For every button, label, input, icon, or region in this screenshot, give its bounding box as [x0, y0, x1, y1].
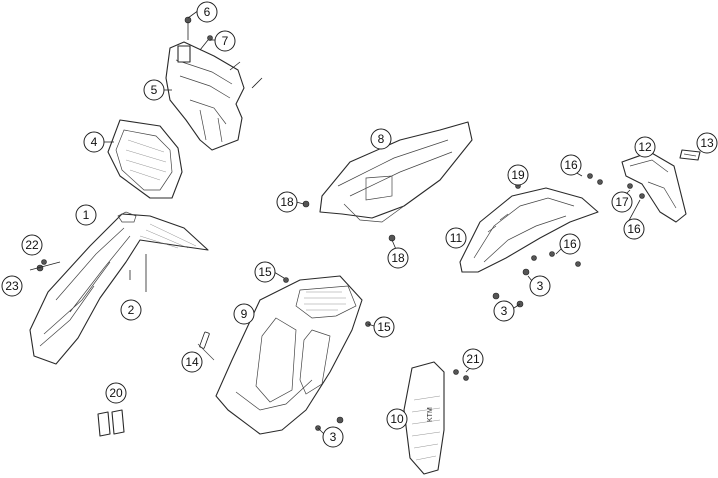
svg-text:9: 9: [241, 307, 248, 321]
svg-text:20: 20: [109, 386, 123, 400]
callout-16c: 16: [623, 218, 645, 240]
svg-text:15: 15: [377, 320, 391, 334]
svg-text:10: 10: [390, 412, 404, 426]
callout-2: 2: [120, 299, 142, 321]
svg-text:19: 19: [511, 168, 525, 182]
mud-flap-part: KTM: [403, 361, 445, 475]
svg-text:18: 18: [391, 251, 405, 265]
callout-23: 23: [1, 275, 23, 297]
callout-6: 6: [196, 1, 218, 23]
svg-text:3: 3: [501, 304, 508, 318]
svg-text:4: 4: [91, 135, 98, 149]
callout-22: 22: [21, 234, 43, 256]
svg-text:22: 22: [25, 238, 39, 252]
callout-11: 11: [445, 227, 467, 249]
svg-text:18: 18: [280, 195, 294, 209]
rear-light-bracket-part: [621, 151, 687, 223]
decal-pads-part: [97, 409, 125, 437]
svg-text:14: 14: [185, 355, 199, 369]
fender-logo-text: KTM: [427, 407, 434, 422]
callout-10: 10: [386, 408, 408, 430]
callout-13: 13: [696, 132, 718, 154]
svg-text:16: 16: [563, 237, 577, 251]
svg-text:5: 5: [151, 83, 158, 97]
callout-3b: 3: [493, 300, 515, 322]
callout-17: 17: [611, 191, 633, 213]
bolt-14-part: [197, 331, 215, 361]
svg-text:23: 23: [5, 279, 19, 293]
svg-text:16: 16: [627, 222, 641, 236]
callout-20: 20: [105, 382, 127, 404]
headlight-mask-part: [107, 119, 183, 199]
svg-text:2: 2: [128, 303, 135, 317]
svg-text:13: 13: [700, 136, 714, 150]
callout-12: 12: [634, 136, 656, 158]
callout-5: 5: [143, 79, 165, 101]
callout-9: 9: [233, 303, 255, 325]
callout-21: 21: [462, 348, 484, 370]
callout-7: 7: [214, 30, 236, 52]
svg-text:3: 3: [537, 279, 544, 293]
headlight-bracket-part: [165, 41, 245, 151]
svg-text:3: 3: [330, 430, 337, 444]
callout-3a: 3: [529, 275, 551, 297]
callout-15a: 15: [254, 261, 276, 283]
callout-18a: 18: [276, 191, 298, 213]
callout-16a: 16: [560, 154, 582, 176]
callout-8: 8: [370, 128, 392, 150]
callout-3c: 3: [322, 426, 344, 448]
airbox-cover-part: [215, 275, 363, 435]
svg-text:21: 21: [466, 352, 480, 366]
reflector-part: [679, 149, 701, 161]
svg-text:6: 6: [204, 5, 211, 19]
front-fender-part: [29, 211, 209, 365]
callout-15b: 15: [373, 316, 395, 338]
callout-1: 1: [75, 204, 97, 226]
rear-tail-section-part: [319, 121, 473, 223]
svg-text:12: 12: [638, 140, 652, 154]
svg-text:11: 11: [450, 231, 463, 245]
callout-4: 4: [83, 131, 105, 153]
svg-text:8: 8: [378, 132, 385, 146]
callout-18b: 18: [387, 247, 409, 269]
side-panel-part: [459, 187, 599, 273]
svg-text:16: 16: [564, 158, 578, 172]
svg-text:17: 17: [615, 195, 629, 209]
hardware-fasteners: [29, 16, 645, 431]
callout-16b: 16: [559, 233, 581, 255]
callout-14: 14: [181, 351, 203, 373]
callout-19: 19: [507, 164, 529, 186]
svg-text:1: 1: [83, 208, 90, 222]
svg-text:7: 7: [222, 34, 229, 48]
svg-text:15: 15: [258, 265, 272, 279]
